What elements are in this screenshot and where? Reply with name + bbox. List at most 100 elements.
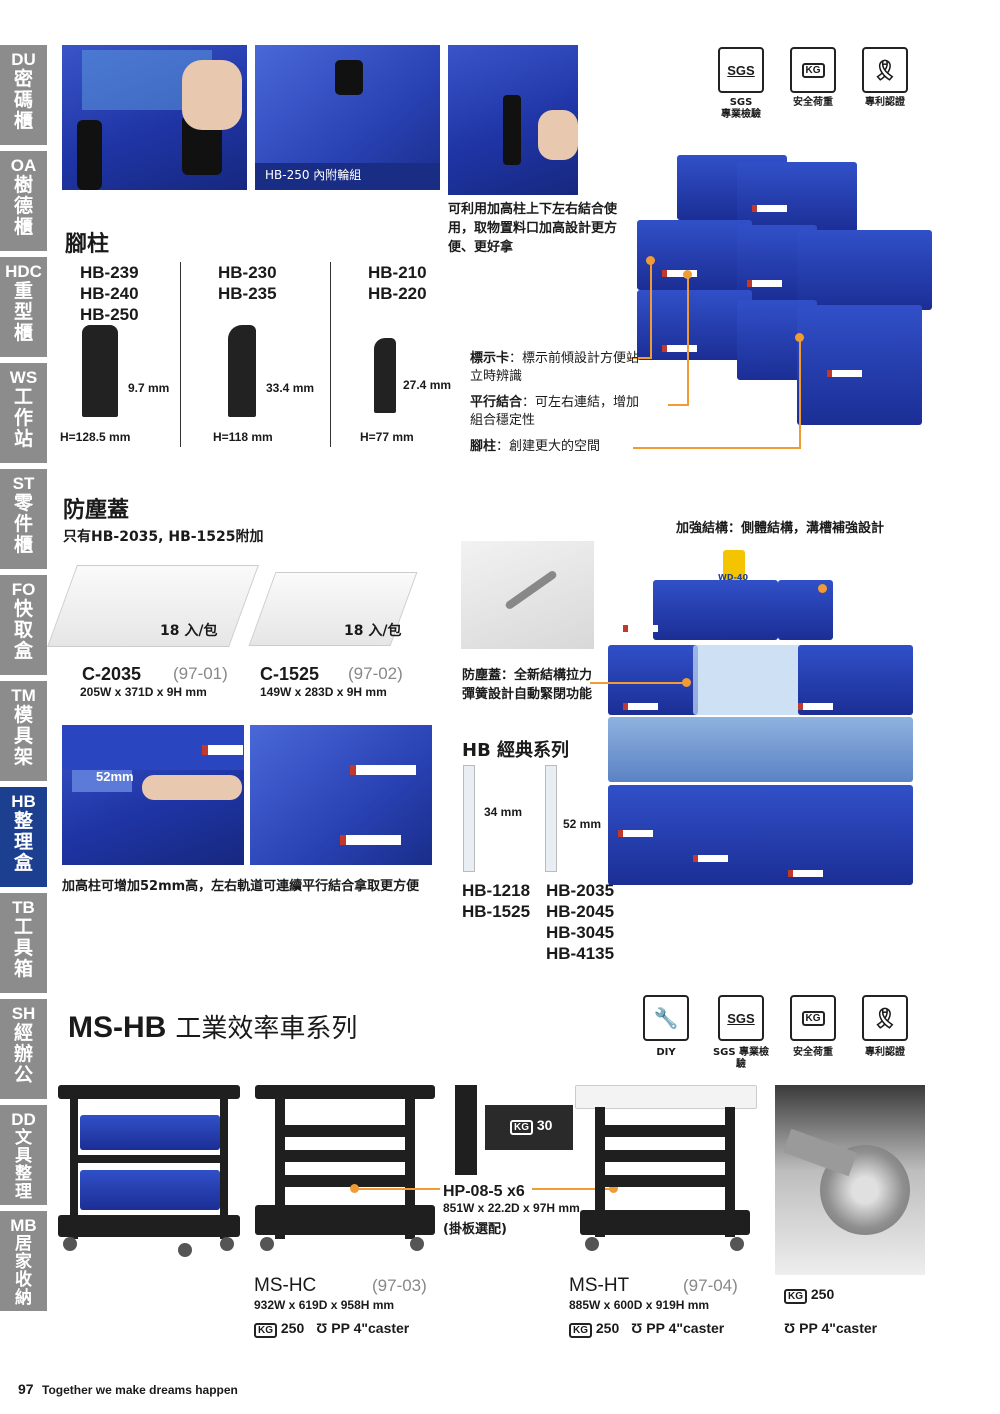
kg-weight-icon: KG bbox=[784, 1289, 807, 1304]
sidebar-tab-name: 居家收納 bbox=[15, 1234, 32, 1308]
ribbon-icon: 🎗 bbox=[862, 47, 908, 93]
sidebar-tab-name: 零件櫃 bbox=[13, 492, 33, 556]
sidebar-tab-name: 文具整理 bbox=[15, 1128, 32, 1202]
feature-parallel: 平行結合：可左右連結，增加組合穩定性 bbox=[470, 395, 640, 428]
wheel-caption: HB-250 內附輪組 bbox=[265, 168, 362, 182]
cart-ht-dims: 885W x 600D x 919H mm bbox=[569, 1298, 710, 1312]
caster-icon: Ʊ bbox=[316, 1320, 328, 1336]
sidebar-tab-name: 工具箱 bbox=[13, 916, 33, 980]
feature-label-card: 標示卡：標示前傾設計方便站立時辨識 bbox=[470, 351, 640, 384]
classic-col-b: HB-2035 HB-2045 HB-3045 HB-4135 bbox=[546, 881, 615, 963]
dust-subtitle: 只有HB-2035, HB-1525附加 bbox=[63, 529, 264, 545]
photo-bin-attach bbox=[62, 45, 247, 190]
photo-wheel-set: HB-250 內附輪組 bbox=[255, 45, 440, 190]
foot-height-2: H=118 mm bbox=[213, 430, 273, 444]
photo-cart-hc-bins bbox=[58, 1085, 240, 1260]
foot-icon-2 bbox=[228, 325, 256, 417]
cert-label-patent: 專利認證 bbox=[865, 97, 905, 108]
slogan: Together we make dreams happen bbox=[42, 1383, 238, 1397]
sidebar-tab-name: 密碼櫃 bbox=[13, 68, 33, 132]
wd40-label: WD-40 bbox=[718, 573, 749, 582]
photo-caster bbox=[775, 1085, 925, 1275]
photo-cart-hc bbox=[255, 1085, 435, 1260]
foot-icon-3 bbox=[374, 338, 396, 413]
cart-hc-load: 250 bbox=[280, 1320, 305, 1336]
sidebar-tab-code: DU bbox=[11, 50, 36, 69]
riser-desc: 加高柱可增加52mm高，左右軌道可連續平行結合拿取更方便 bbox=[62, 879, 420, 894]
mshb-title-code: MS-HB bbox=[68, 1011, 167, 1044]
panel-dims: 851W x 22.2D x 97H mm bbox=[443, 1201, 580, 1215]
foot-width-2: 33.4 mm bbox=[266, 381, 315, 395]
sidebar-tab-name: 整理盒 bbox=[13, 810, 33, 874]
sidebar-tab-name: 樹德櫃 bbox=[13, 174, 33, 238]
sidebar-tab-code: DD bbox=[11, 1110, 36, 1129]
cart-ht-specs: KG 250 Ʊ PP 4"caster bbox=[569, 1320, 724, 1338]
foot-width-3: 27.4 mm bbox=[403, 378, 452, 392]
caster-icon: Ʊ bbox=[784, 1320, 796, 1336]
sidebar-tab-name: 模具架 bbox=[13, 704, 33, 768]
cover-c2035-image bbox=[47, 565, 259, 647]
cover-c1525-code: (97-02) bbox=[348, 664, 403, 683]
cart-ht-load: 250 bbox=[595, 1320, 620, 1336]
cert-label-diy: DIY bbox=[656, 1047, 676, 1058]
page-number: 97 bbox=[18, 1381, 34, 1397]
panel-note: (掛板選配) bbox=[443, 1222, 507, 1237]
cart-ht-code: (97-04) bbox=[683, 1276, 738, 1295]
kg-weight-icon: KG bbox=[510, 1120, 533, 1135]
sidebar-tab-name: 重型櫃 bbox=[13, 280, 33, 344]
kg-weight-icon: KG bbox=[254, 1323, 277, 1338]
foot-height-1: H=128.5 mm bbox=[60, 430, 131, 444]
kg-weight-icon: KG bbox=[790, 995, 836, 1041]
cover-c2035-pack: 18 入/包 bbox=[160, 623, 218, 639]
feet-group-1: HB-239 HB-240 HB-250 bbox=[80, 263, 139, 324]
wrench-icon: 🔧 bbox=[643, 995, 689, 1041]
feet-group-3: HB-210 HB-220 bbox=[368, 263, 427, 303]
caster-load: KG 250 bbox=[784, 1286, 834, 1304]
photo-riser-rail bbox=[250, 725, 432, 865]
sgs-icon: SGS bbox=[718, 47, 764, 93]
sgs-icon: SGS bbox=[718, 995, 764, 1041]
sidebar-tab-code: OA bbox=[10, 156, 37, 175]
foot-width-1: 9.7 mm bbox=[128, 381, 170, 395]
cart-hc-code: (97-03) bbox=[372, 1276, 427, 1295]
sidebar-tab-code: WS bbox=[9, 368, 38, 387]
photo-bin-stack bbox=[632, 150, 932, 430]
classic-title: HB 經典系列 bbox=[462, 740, 570, 761]
classic-riser-b bbox=[545, 765, 557, 872]
feature-list: 標示卡：標示前傾設計方便站立時辨識 平行結合：可左右連結，增加組合穩定性 腳柱：… bbox=[470, 350, 650, 456]
cover-c2035-code: (97-01) bbox=[173, 664, 228, 683]
riser-52mm-label: 52mm bbox=[96, 769, 134, 784]
panel-name: HP-08-5 x6 bbox=[443, 1183, 525, 1200]
cert-label-patent-2: 專利認證 bbox=[865, 1047, 905, 1058]
dust-title: 防塵蓋 bbox=[63, 498, 130, 523]
foot-height-3: H=77 mm bbox=[360, 430, 414, 444]
photo-hanging-panel: KG 30 bbox=[455, 1085, 575, 1175]
sidebar-tab-name: 快取盒 bbox=[13, 598, 33, 662]
classic-dim-a: 34 mm bbox=[484, 805, 523, 819]
cart-ht-caster: PP 4"caster bbox=[646, 1320, 725, 1336]
cert-label-sgs-2: SGS 專業檢驗 bbox=[712, 1047, 770, 1070]
caster-spec: Ʊ PP 4"caster bbox=[784, 1320, 878, 1336]
photo-riser-52mm: 52mm bbox=[62, 725, 244, 865]
sidebar-tab-name: 工作站 bbox=[13, 386, 33, 450]
sidebar-tab-code: SH bbox=[11, 1004, 36, 1023]
sidebar-tab-code: HB bbox=[11, 792, 36, 811]
ribbon-icon: 🎗 bbox=[862, 995, 908, 1041]
cover-c1525-pack: 18 入/包 bbox=[344, 623, 402, 639]
caster-icon: Ʊ bbox=[631, 1320, 643, 1336]
sidebar-tab-code: ST bbox=[12, 474, 35, 493]
cart-hc-name: MS-HC bbox=[254, 1275, 317, 1296]
